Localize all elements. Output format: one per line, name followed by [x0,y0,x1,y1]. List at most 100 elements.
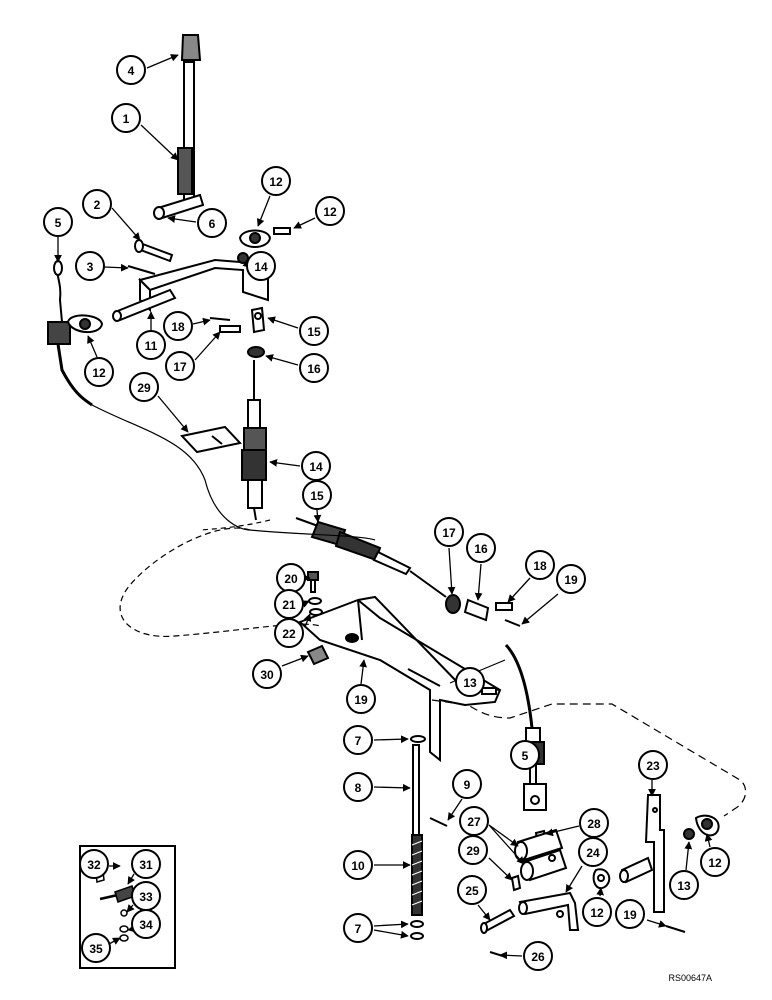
callout-label: 23 [646,759,660,773]
callout-label: 3 [87,260,94,274]
callout-35: 35 [81,933,121,963]
callout-26: 26 [499,941,553,971]
callout-29: 29 [129,372,189,433]
cable-left [47,260,93,407]
callout-5: 5 [510,740,540,770]
leader-line [596,887,604,897]
shift-lever [153,61,205,220]
leader-line [499,951,523,960]
callout-circle [458,835,488,865]
callout-label: 19 [354,693,368,707]
leader-line [293,217,316,229]
callout-24: 24 [565,837,608,893]
callout-circle [638,750,668,780]
callout-21: 21 [274,589,310,619]
callout-circle [43,207,73,237]
leader-line [565,865,583,893]
leader-line [157,395,189,433]
mount-plate-12-right [694,814,720,837]
leader-line [126,904,135,913]
bolt-13-top [273,227,291,235]
leader-line [477,904,491,921]
callout-label: 17 [173,360,187,374]
callout-12: 12 [582,887,612,927]
couplers-28 [514,828,568,882]
cable-15-mid [295,517,447,598]
callout-circle [510,740,540,770]
callout-label: 13 [463,676,477,690]
reference-code: RS00647A [668,973,712,983]
leader-line [359,659,367,685]
callout-circle [81,933,111,963]
callout-circle [466,533,496,563]
callout-circle [299,316,329,346]
callout-29: 29 [458,835,513,881]
leader-line [373,929,409,939]
callout-10: 10 [343,850,411,880]
leader-line [269,459,301,467]
cotter-pin-3 [127,265,156,275]
callout-label: 22 [282,627,296,641]
mount-plate-top [238,229,272,248]
callout-17: 17 [434,517,464,595]
leader-line [300,600,310,608]
callout-7: 7 [343,913,409,943]
callout-circle [343,913,373,943]
clevis-16-top [250,306,266,334]
callout-28: 28 [545,808,609,838]
cover-plate-30 [180,425,242,454]
pin-18-top [219,325,241,333]
callout-label: 18 [171,320,185,334]
callout-circle [523,941,553,971]
leader-line [507,577,531,603]
cotter-19-mid [504,619,521,627]
callout-32: 32 [79,849,121,879]
callout-12: 12 [84,335,114,387]
leader-line [108,937,121,945]
callout-circle [525,550,555,580]
callout-circle [434,517,464,547]
callout-label: 25 [465,884,479,898]
callout-4: 4 [116,54,179,85]
callout-circle [578,837,608,867]
lever-25 [518,891,580,931]
callout-30: 30 [252,654,309,689]
callout-label: 18 [533,559,547,573]
callout-label: 20 [284,572,298,586]
callout-label: 29 [137,381,151,395]
callout-19: 19 [615,899,667,929]
callout-label: 5 [522,749,529,763]
callout-6: 6 [167,208,227,238]
callout-circle [84,357,114,387]
bolt-13-mid [481,687,497,695]
leader-line [646,919,667,928]
leader-line [545,825,580,837]
callout-12: 12 [293,196,345,229]
cable-15-top [241,360,267,521]
leader-line [140,124,179,161]
callout-12: 12 [700,833,730,877]
pin-26 [480,908,516,934]
washer-23 [309,608,323,616]
callout-label: 1 [123,112,130,126]
callout-33: 33 [126,881,161,913]
callout-label: 12 [708,856,722,870]
callout-label: 12 [269,175,283,189]
callout-circle [261,166,291,196]
callout-circle [301,451,331,481]
leader-line [192,317,211,326]
leader-line [146,54,179,69]
leader-line [265,354,299,366]
callout-15: 15 [302,480,332,523]
callout-label: 10 [351,859,365,873]
callout-label: 12 [590,906,604,920]
callout-label: 11 [145,339,158,353]
callout-label: 17 [442,526,456,540]
callout-circle [669,870,699,900]
leader-line [447,798,463,821]
callout-circle [274,618,304,648]
leader-line [684,841,693,871]
callout-16: 16 [466,533,496,601]
shift-knob [180,34,202,61]
leader-line [488,824,525,865]
